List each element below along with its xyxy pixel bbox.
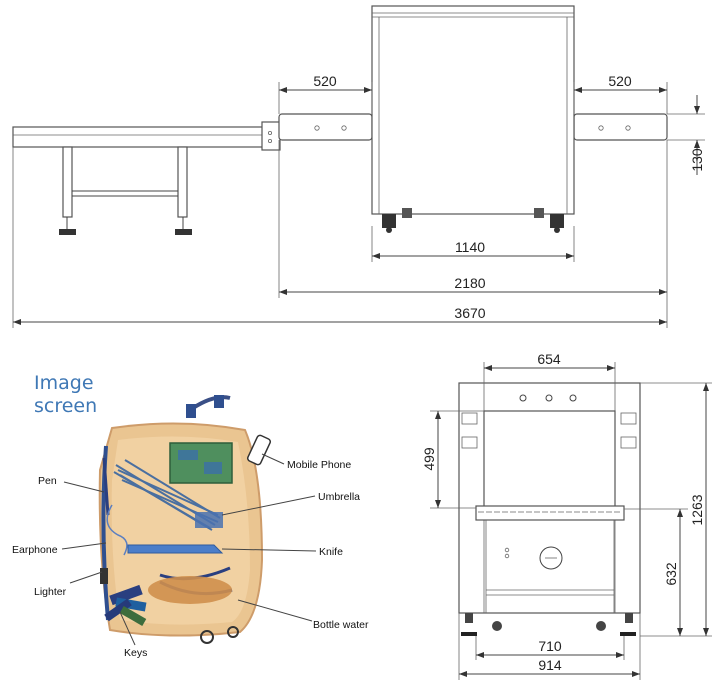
castor-wheel-icon (550, 214, 564, 228)
label-bottle-water: Bottle water (313, 619, 369, 631)
label-earphone: Earphone (12, 544, 58, 556)
label-keys: Keys (124, 647, 147, 659)
dim-overall-width: 914 (538, 657, 562, 673)
side-panel (461, 436, 478, 449)
coupling-bolt-icon (267, 138, 272, 143)
side-view: 520 520 130 1140 2180 (12, 5, 705, 328)
front-foot (625, 613, 633, 623)
earphone (106, 504, 128, 556)
left-extension (278, 113, 373, 141)
label-lighter: Lighter (34, 586, 67, 598)
conveyor-foot-pad (59, 229, 76, 235)
leader-earphone (61, 542, 107, 550)
dim-body-with-extensions: 2180 (454, 275, 485, 291)
suitcase-handle (191, 395, 231, 410)
label-umbrella: Umbrella (318, 491, 360, 503)
conveyor-belt-front (475, 505, 625, 521)
castor-foot-icon (554, 227, 560, 233)
side-panel (461, 412, 478, 425)
front-view: 654 499 1263 632 710 914 (421, 351, 712, 680)
suitcase-wheel-icon (227, 626, 239, 638)
dim-tunnel-height: 499 (421, 447, 437, 471)
dim-height-offset: 130 (689, 148, 705, 172)
handle-clip (214, 395, 224, 408)
mobile-phone-device (246, 434, 272, 466)
leader-knife (221, 548, 317, 552)
xray-image: Image screen (12, 372, 369, 659)
roller-conveyor (12, 126, 276, 148)
front-foot (465, 613, 473, 623)
extension-hole-icon (598, 125, 604, 131)
leader-keys (119, 611, 136, 646)
dim-total-length: 3670 (454, 305, 485, 321)
conveyor-leg-right (177, 146, 188, 218)
label-mobile-phone: Mobile Phone (287, 459, 351, 471)
image-title-line1: Image (34, 372, 94, 394)
castor-bracket (534, 208, 544, 218)
dim-machine-length: 1140 (455, 239, 485, 255)
bottle-water (148, 576, 232, 604)
dim-inner-width: 710 (538, 638, 562, 654)
conveyor-coupling (261, 121, 281, 151)
castor-bracket (402, 208, 412, 218)
dim-left-extension: 520 (313, 73, 337, 89)
dim-right-extension: 520 (608, 73, 632, 89)
leader-bottle-water (237, 599, 313, 622)
castor-wheel-icon (382, 214, 396, 228)
machine-body-side (371, 5, 575, 215)
dim-tunnel-width: 654 (537, 351, 561, 367)
label-pen: Pen (38, 475, 57, 487)
side-panel (620, 412, 637, 425)
handle-clip (186, 404, 196, 418)
right-extension (573, 113, 668, 141)
lighter (100, 568, 108, 584)
coupling-bolt-icon (267, 130, 272, 135)
side-panel (620, 436, 637, 449)
dim-belt-height: 632 (663, 562, 679, 586)
leader-lighter (69, 571, 103, 584)
suitcase-wheel-icon (200, 630, 214, 644)
extension-hole-icon (314, 125, 320, 131)
tunnel-opening (483, 410, 616, 509)
mobile-phone-board (169, 442, 233, 484)
indicator-light-icon (519, 394, 527, 402)
extension-hole-icon (341, 125, 347, 131)
leader-umbrella (221, 495, 316, 516)
conveyor-leg-left (62, 146, 73, 218)
indicator-light-icon (545, 394, 553, 402)
image-title-line2: screen (34, 395, 97, 417)
dim-total-height: 1263 (689, 494, 705, 525)
generator-icon (539, 546, 563, 570)
leader-pen (63, 481, 105, 493)
knife (127, 544, 224, 554)
front-castor-icon (492, 621, 502, 631)
label-knife: Knife (319, 546, 343, 558)
castor-foot-icon (386, 227, 392, 233)
front-castor-icon (596, 621, 606, 631)
keys (104, 584, 147, 626)
leader-mobile-phone (261, 453, 285, 465)
extension-hole-icon (625, 125, 631, 131)
pen (102, 457, 110, 516)
indicator-light-icon (569, 394, 577, 402)
conveyor-foot-pad (175, 229, 192, 235)
